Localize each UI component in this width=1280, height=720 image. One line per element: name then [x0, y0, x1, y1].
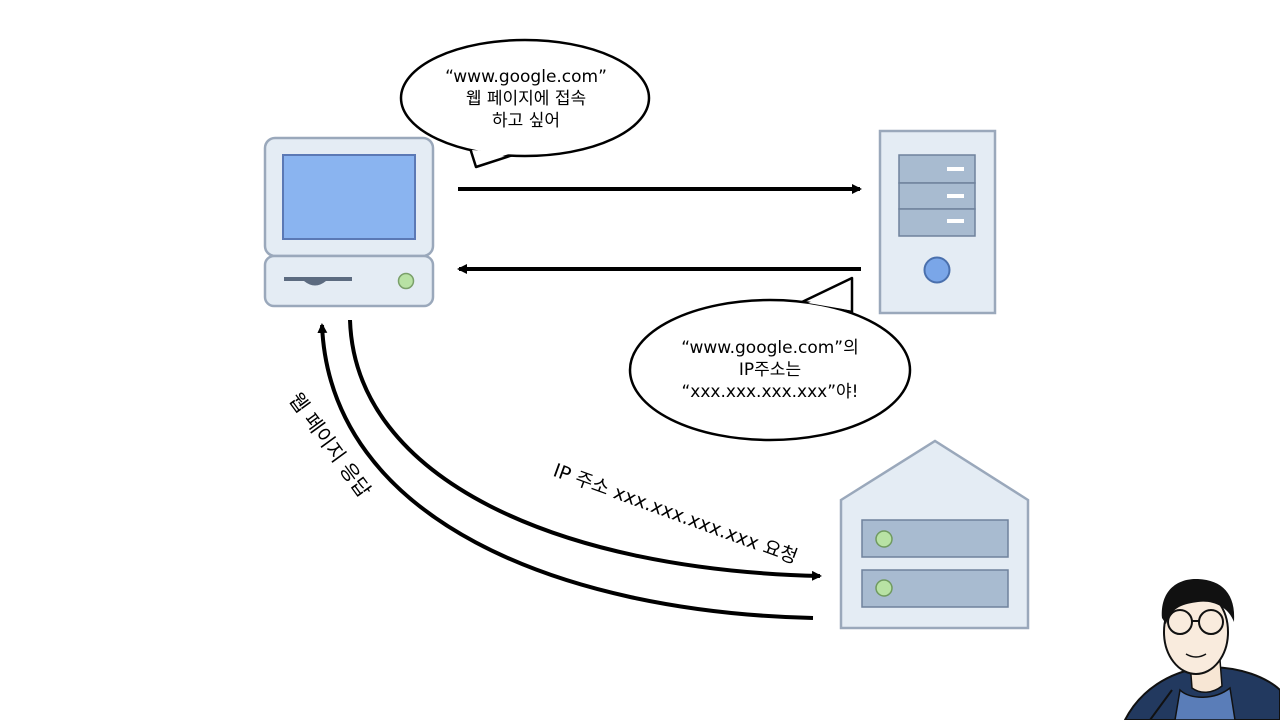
arrow-web-response [317, 323, 814, 620]
arrow-ip-request [348, 319, 822, 581]
bubble-request-line1: “www.google.com” [445, 67, 607, 87]
speech-bubble-request: “www.google.com” 웹 페이지에 접속 하고 싶어 [399, 38, 651, 169]
label-ip-request-text: IP 주소 xxx.xxx.xxx.xxx 요청 [550, 460, 800, 569]
bubble-request-line2: 웹 페이지에 접속 [466, 89, 586, 109]
bubble-response-line2: IP주소는 [739, 360, 801, 380]
presenter-avatar-icon [1123, 578, 1280, 720]
bubble-response-line3: “xxx.xxx.xxx.xxx”야! [681, 382, 858, 402]
client-computer-icon [263, 136, 435, 308]
bubble-request-line3: 하고 싶어 [492, 111, 560, 131]
speech-bubble-response: “www.google.com”의 IP주소는 “xxx.xxx.xxx.xxx… [628, 276, 912, 442]
label-ip-request: IP 주소 xxx.xxx.xxx.xxx 요청 [550, 460, 800, 569]
dns-server-icon [878, 129, 997, 315]
bubble-response-line1: “www.google.com”의 [681, 338, 858, 358]
web-server-icon [839, 439, 1030, 630]
